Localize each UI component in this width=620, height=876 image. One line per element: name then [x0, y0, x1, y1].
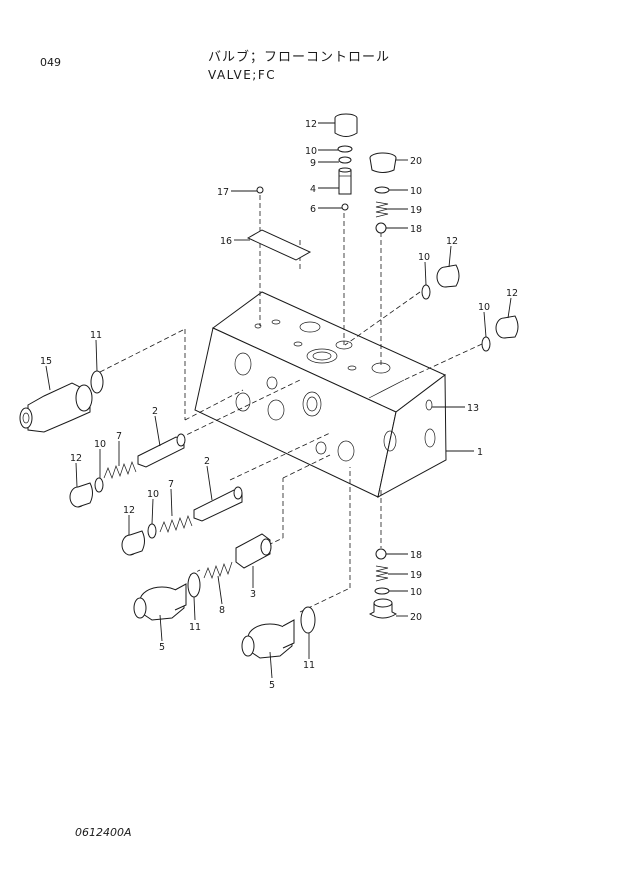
callout-19: 19	[410, 205, 422, 216]
callout-12: 12	[446, 236, 458, 247]
plug-12-right-lower	[495, 315, 519, 339]
spring-19-top	[375, 201, 389, 218]
callout-10: 10	[410, 186, 422, 197]
callout-10: 10	[147, 489, 159, 500]
spring-8	[203, 561, 233, 580]
backup-ring-9	[338, 156, 352, 164]
o-ring-10-bottom	[374, 587, 390, 595]
callout-13: 13	[467, 403, 479, 414]
valve-body	[194, 291, 447, 498]
callout-16: 16	[220, 236, 232, 247]
callout-8: 8	[219, 605, 225, 616]
plate-16	[246, 229, 312, 261]
callout-7: 7	[116, 431, 122, 442]
callout-10: 10	[305, 146, 317, 157]
spring-7-lower	[159, 514, 193, 534]
callout-12: 12	[123, 505, 135, 516]
fitting-15	[19, 382, 93, 433]
spring-19-bottom	[375, 565, 389, 582]
drawing-code: 0612400A	[75, 826, 132, 839]
fitting-5-middle	[133, 583, 187, 621]
ball-18-top	[375, 222, 387, 234]
callout-10: 10	[418, 252, 430, 263]
callout-11: 11	[303, 660, 315, 671]
callout-6: 6	[310, 204, 316, 215]
callout-11: 11	[189, 622, 201, 633]
callout-1: 1	[477, 447, 483, 458]
spool-2-upper	[137, 433, 186, 468]
callout-labels: 12 10 9 4 6 17 16 20 10 19 18 12 10 10 1…	[40, 119, 518, 691]
leader-lines	[45, 122, 512, 679]
callout-12: 12	[305, 119, 317, 130]
callout-5: 5	[159, 642, 165, 653]
callout-11: 11	[90, 330, 102, 341]
plug-20-bottom	[368, 598, 398, 619]
piston-3	[235, 533, 272, 569]
ball-6	[341, 203, 349, 211]
callout-4: 4	[310, 184, 316, 195]
callout-10: 10	[94, 439, 106, 450]
callout-18: 18	[410, 224, 422, 235]
callout-20: 20	[410, 156, 422, 167]
o-ring-11-left	[90, 370, 104, 394]
callout-9: 9	[310, 158, 316, 169]
callout-7: 7	[168, 479, 174, 490]
o-ring-10-left-upper	[94, 477, 104, 493]
o-ring-10-right-upper	[421, 284, 431, 300]
o-ring-10-right-lower	[481, 336, 491, 352]
ball-18-bottom	[375, 548, 387, 560]
callout-19: 19	[410, 570, 422, 581]
page-number: 049	[40, 56, 61, 69]
spring-7-upper	[103, 460, 137, 480]
plug-12-top	[334, 113, 358, 137]
o-ring-11-middle	[187, 572, 201, 598]
callout-20: 20	[410, 612, 422, 623]
o-ring-10-right-top	[374, 186, 390, 194]
callout-12: 12	[506, 288, 518, 299]
callout-17: 17	[217, 187, 229, 198]
callout-10: 10	[410, 587, 422, 598]
title-japanese: バルブ；フローコントロール	[208, 50, 391, 65]
callout-5: 5	[269, 680, 275, 691]
fitting-5-bottom	[241, 619, 295, 659]
callout-2: 2	[152, 406, 158, 417]
callout-10: 10	[478, 302, 490, 313]
callout-12: 12	[70, 453, 82, 464]
plug-12-left-lower	[121, 530, 145, 556]
pin-17	[256, 186, 264, 194]
callout-2: 2	[204, 456, 210, 467]
plug-20-top	[369, 152, 397, 173]
callout-3: 3	[250, 589, 256, 600]
poppet-4	[338, 167, 352, 195]
spool-2-lower	[193, 486, 243, 522]
callout-15: 15	[40, 356, 52, 367]
title-english: VALVE;FC	[208, 68, 277, 82]
plug-12-left-upper	[69, 482, 93, 508]
o-ring-10-left-lower	[147, 523, 157, 539]
o-ring-11-bottom	[300, 606, 316, 634]
callout-18: 18	[410, 550, 422, 561]
plug-12-right-upper	[436, 264, 460, 288]
o-ring-10-top	[337, 145, 353, 153]
